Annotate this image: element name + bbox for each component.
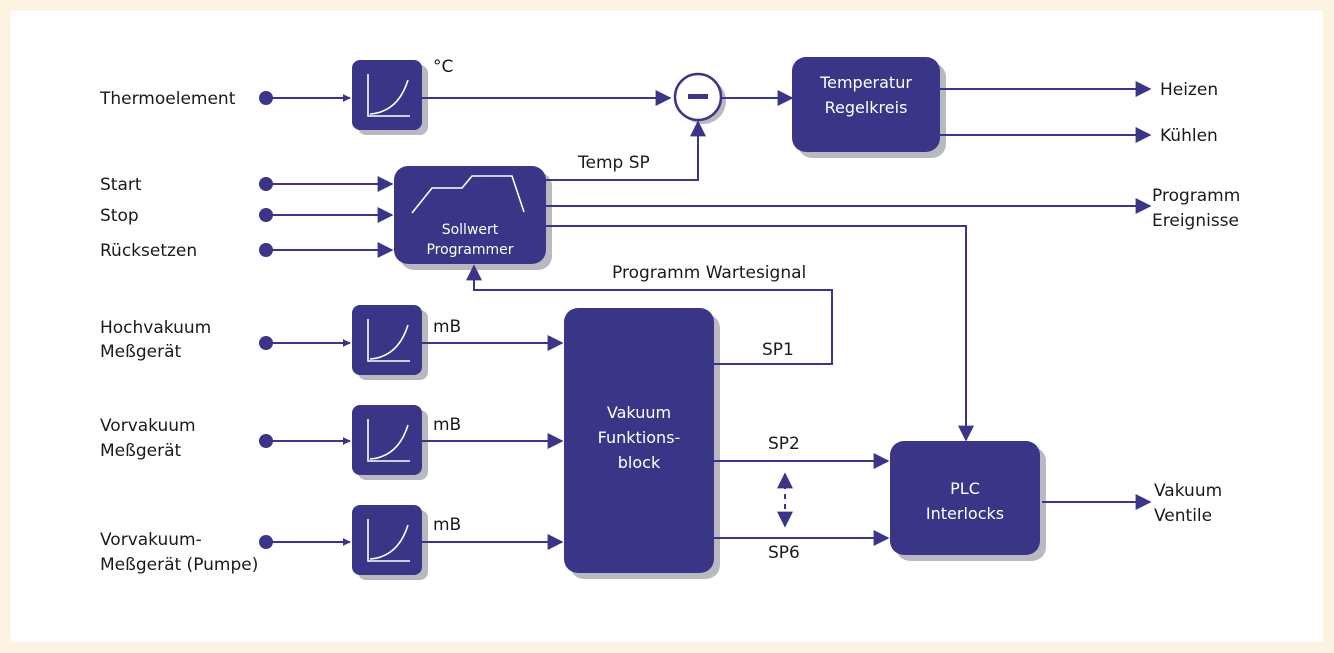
vacuum-block-label-1: Vakuum (607, 403, 671, 422)
signal-sp1: SP1 (762, 340, 794, 360)
input-label-fore-vacuum-pump-1: Vorvakuum- (100, 530, 202, 550)
plc-label-1: PLC (950, 479, 980, 498)
fore-vacuum-linearizer-block (352, 405, 422, 475)
vacuum-block-label-2: Funktions- (598, 428, 681, 447)
signal-wait: Programm Wartesignal (612, 263, 806, 283)
input-label-stop: Stop (100, 206, 139, 226)
input-label-high-vacuum-1: Hochvakuum (100, 318, 211, 338)
vacuum-block-label-3: block (618, 453, 661, 472)
unit-temperature: °C (433, 57, 453, 77)
input-label-fore-vacuum-2: Meßgerät (100, 441, 181, 461)
input-label-reset: Rücksetzen (100, 241, 197, 261)
setpoint-programmer-block: Sollwert Programmer (394, 166, 546, 264)
output-valves-1: Vakuum (1154, 481, 1222, 501)
plc-interlocks-block: PLC Interlocks (890, 441, 1040, 555)
temp-loop-label-2: Regelkreis (825, 98, 908, 117)
programmer-label-2: Programmer (426, 242, 513, 258)
unit-fore-vacuum-pump: mB (433, 515, 461, 535)
output-valves-2: Ventile (1154, 506, 1212, 526)
signal-sp6: SP6 (768, 543, 800, 563)
output-cool: Kühlen (1160, 126, 1218, 146)
input-label-fore-vacuum-1: Vorvakuum (100, 416, 196, 436)
signal-temp-sp: Temp SP (577, 153, 650, 173)
pump-vacuum-linearizer-block (352, 505, 422, 575)
output-heat: Heizen (1160, 80, 1218, 100)
input-label-high-vacuum-2: Meßgerät (100, 342, 181, 362)
unit-high-vacuum: mB (433, 317, 461, 337)
unit-fore-vacuum: mB (433, 415, 461, 435)
blocks: Sollwert Programmer Temperatur Regelkrei… (352, 57, 1040, 575)
thermo-linearizer-block (352, 60, 422, 130)
wires (259, 81, 1152, 550)
input-label-thermoelement: Thermoelement (99, 89, 236, 109)
programmer-label-1: Sollwert (442, 222, 499, 238)
plc-label-2: Interlocks (926, 504, 1004, 523)
output-events-2: Ereignisse (1152, 211, 1239, 231)
input-label-fore-vacuum-pump-2: Meßgerät (Pumpe) (100, 555, 258, 575)
output-events-1: Programm (1152, 186, 1240, 206)
high-vacuum-linearizer-block (352, 305, 422, 375)
labels: Thermoelement Start Stop Rücksetzen Hoch… (99, 57, 1240, 575)
signal-sp2: SP2 (768, 434, 800, 454)
comparator-block (673, 72, 723, 122)
temp-loop-label-1: Temperatur (819, 73, 912, 92)
temperature-loop-block: Temperatur Regelkreis (792, 57, 940, 152)
vacuum-function-block: Vakuum Funktions- block (564, 308, 714, 573)
input-label-start: Start (100, 175, 142, 195)
